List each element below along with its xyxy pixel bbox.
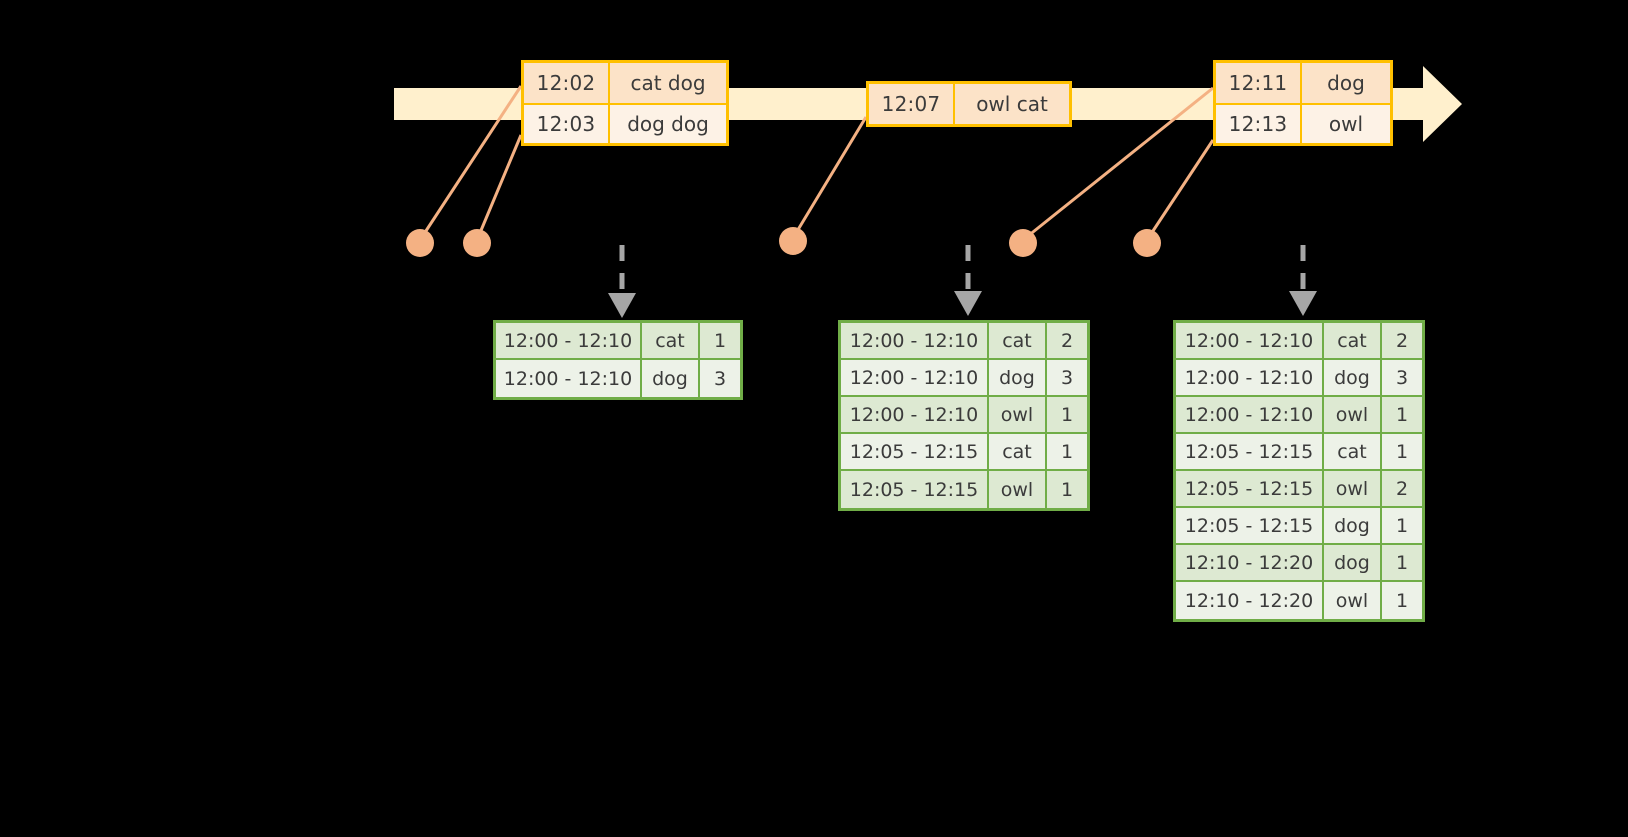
- window-cell: 12:10 - 12:20: [1176, 582, 1324, 619]
- event-marker-dot: [779, 227, 807, 255]
- word-cell: dog: [1324, 545, 1382, 580]
- window-cell: 12:00 - 12:10: [1176, 397, 1324, 432]
- result-table-3[interactable]: 12:00 - 12:10 cat 2 12:00 - 12:10 dog 3 …: [1173, 320, 1425, 622]
- result-table-1[interactable]: 12:00 - 12:10 cat 1 12:00 - 12:10 dog 3: [493, 320, 743, 400]
- table-row[interactable]: 12:00 - 12:10 dog 3: [841, 360, 1087, 397]
- table-row[interactable]: 12:05 - 12:15 cat 1: [841, 434, 1087, 471]
- table-row[interactable]: 12:00 - 12:10 cat 1: [496, 323, 740, 360]
- event-time: 12:11: [1216, 63, 1302, 103]
- count-cell: 2: [1060, 329, 1074, 352]
- window-cell: 12:10 - 12:20: [1176, 545, 1324, 580]
- word-cell: cat: [1324, 323, 1382, 358]
- count-cell: 3: [713, 367, 727, 390]
- table-row[interactable]: 12:00 - 12:10 cat 2: [841, 323, 1087, 360]
- event-words: owl cat: [976, 92, 1048, 116]
- window-cell: 12:05 - 12:15: [841, 434, 989, 469]
- word-cell: owl: [1324, 582, 1382, 619]
- event-row[interactable]: 12:11 dog: [1216, 63, 1390, 103]
- count-cell: 1: [1395, 440, 1409, 463]
- count-cell: 1: [1060, 440, 1074, 463]
- window-cell: 12:00 - 12:10: [841, 323, 989, 358]
- count-cell: 1: [713, 329, 727, 352]
- window-cell: 12:00 - 12:10: [496, 360, 642, 397]
- window-cell: 12:00 - 12:10: [841, 397, 989, 432]
- event-row[interactable]: 12:02 cat dog: [524, 63, 726, 103]
- table-row[interactable]: 12:00 - 12:10 owl 1: [841, 397, 1087, 434]
- dashed-arrows: [619, 245, 1306, 295]
- window-cell: 12:05 - 12:15: [1176, 471, 1324, 506]
- word-cell: owl: [989, 471, 1047, 508]
- count-cell: 1: [1060, 403, 1074, 426]
- leader-line-dots: [406, 227, 1161, 257]
- count-cell: 3: [1060, 366, 1074, 389]
- event-words: dog: [1327, 71, 1365, 95]
- count-cell: 1: [1395, 403, 1409, 426]
- table-row[interactable]: 12:10 - 12:20 dog 1: [1176, 545, 1422, 582]
- window-cell: 12:00 - 12:10: [1176, 360, 1324, 395]
- window-cell: 12:00 - 12:10: [496, 323, 642, 358]
- count-cell: 1: [1060, 478, 1074, 501]
- table-row[interactable]: 12:00 - 12:10 cat 2: [1176, 323, 1422, 360]
- window-cell: 12:00 - 12:10: [841, 360, 989, 395]
- event-marker-dot: [1009, 229, 1037, 257]
- event-time: 12:13: [1216, 105, 1302, 143]
- window-cell: 12:05 - 12:15: [1176, 508, 1324, 543]
- event-time: 12:02: [524, 63, 610, 103]
- word-cell: cat: [989, 323, 1047, 358]
- window-cell: 12:05 - 12:15: [1176, 434, 1324, 469]
- table-row[interactable]: 12:05 - 12:15 dog 1: [1176, 508, 1422, 545]
- word-cell: owl: [1324, 471, 1382, 506]
- count-cell: 2: [1395, 477, 1409, 500]
- event-row[interactable]: 12:13 owl: [1216, 103, 1390, 143]
- event-words: cat dog: [630, 71, 706, 95]
- event-marker-dot: [463, 229, 491, 257]
- event-marker-dot: [1133, 229, 1161, 257]
- count-cell: 1: [1395, 514, 1409, 537]
- event-words: owl: [1328, 112, 1364, 136]
- word-cell: dog: [1324, 360, 1382, 395]
- word-cell: cat: [989, 434, 1047, 469]
- word-cell: owl: [1324, 397, 1382, 432]
- word-cell: dog: [1324, 508, 1382, 543]
- window-cell: 12:00 - 12:10: [1176, 323, 1324, 358]
- word-cell: cat: [642, 323, 700, 358]
- event-row[interactable]: 12:03 dog dog: [524, 103, 726, 143]
- dashed-arrow-heads: [608, 291, 1317, 318]
- event-group-2[interactable]: 12:07 owl cat: [866, 81, 1072, 127]
- window-cell: 12:05 - 12:15: [841, 471, 989, 508]
- table-row[interactable]: 12:00 - 12:10 dog 3: [1176, 360, 1422, 397]
- count-cell: 2: [1395, 329, 1409, 352]
- word-cell: cat: [1324, 434, 1382, 469]
- event-row[interactable]: 12:07 owl cat: [869, 84, 1069, 124]
- table-row[interactable]: 12:00 - 12:10 owl 1: [1176, 397, 1422, 434]
- word-cell: dog: [642, 360, 700, 397]
- table-row[interactable]: 12:10 - 12:20 owl 1: [1176, 582, 1422, 619]
- event-words: dog dog: [627, 112, 709, 136]
- table-row[interactable]: 12:05 - 12:15 cat 1: [1176, 434, 1422, 471]
- result-table-2[interactable]: 12:00 - 12:10 cat 2 12:00 - 12:10 dog 3 …: [838, 320, 1090, 511]
- word-cell: dog: [989, 360, 1047, 395]
- event-group-3[interactable]: 12:11 dog 12:13 owl: [1213, 60, 1393, 146]
- word-cell: owl: [989, 397, 1047, 432]
- event-time: 12:03: [524, 105, 610, 143]
- table-row[interactable]: 12:05 - 12:15 owl 2: [1176, 471, 1422, 508]
- table-row[interactable]: 12:05 - 12:15 owl 1: [841, 471, 1087, 508]
- count-cell: 1: [1395, 589, 1409, 612]
- count-cell: 3: [1395, 366, 1409, 389]
- count-cell: 1: [1395, 551, 1409, 574]
- event-group-1[interactable]: 12:02 cat dog 12:03 dog dog: [521, 60, 729, 146]
- event-marker-dot: [406, 229, 434, 257]
- table-row[interactable]: 12:00 - 12:10 dog 3: [496, 360, 740, 397]
- event-time: 12:07: [869, 84, 955, 124]
